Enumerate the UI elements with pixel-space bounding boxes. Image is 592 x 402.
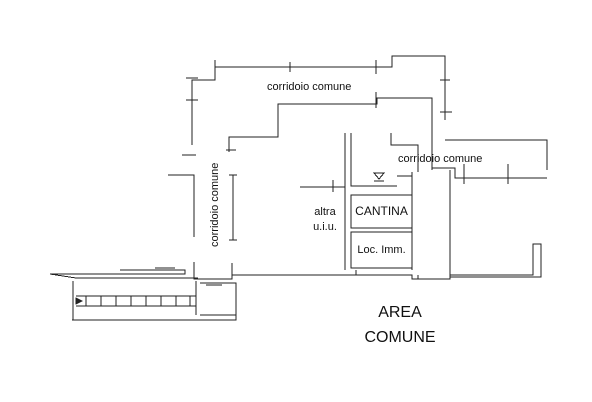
left-corridor-walls xyxy=(168,149,237,241)
corridor-top-label: corridoio comune xyxy=(267,81,352,93)
corridor-right-label: corridoio comune xyxy=(398,153,483,165)
common-area-label-line2: COMUNE xyxy=(364,329,436,346)
other-unit-label-line1: altra xyxy=(314,206,336,218)
terrace xyxy=(49,273,237,321)
right-corridor-walls xyxy=(432,139,548,276)
property-room-label: Loc. Imm. xyxy=(357,244,406,256)
corridor-left-label: corridoio comune xyxy=(209,162,221,247)
other-unit-label-line2: u.i.u. xyxy=(313,221,337,233)
central-rooms-walls xyxy=(300,133,419,270)
common-area-label-line1: AREA xyxy=(378,304,422,321)
top-corridor-walls xyxy=(186,55,452,170)
lower-outline-walls xyxy=(50,243,542,280)
cellar-label: CANTINA xyxy=(355,204,408,218)
